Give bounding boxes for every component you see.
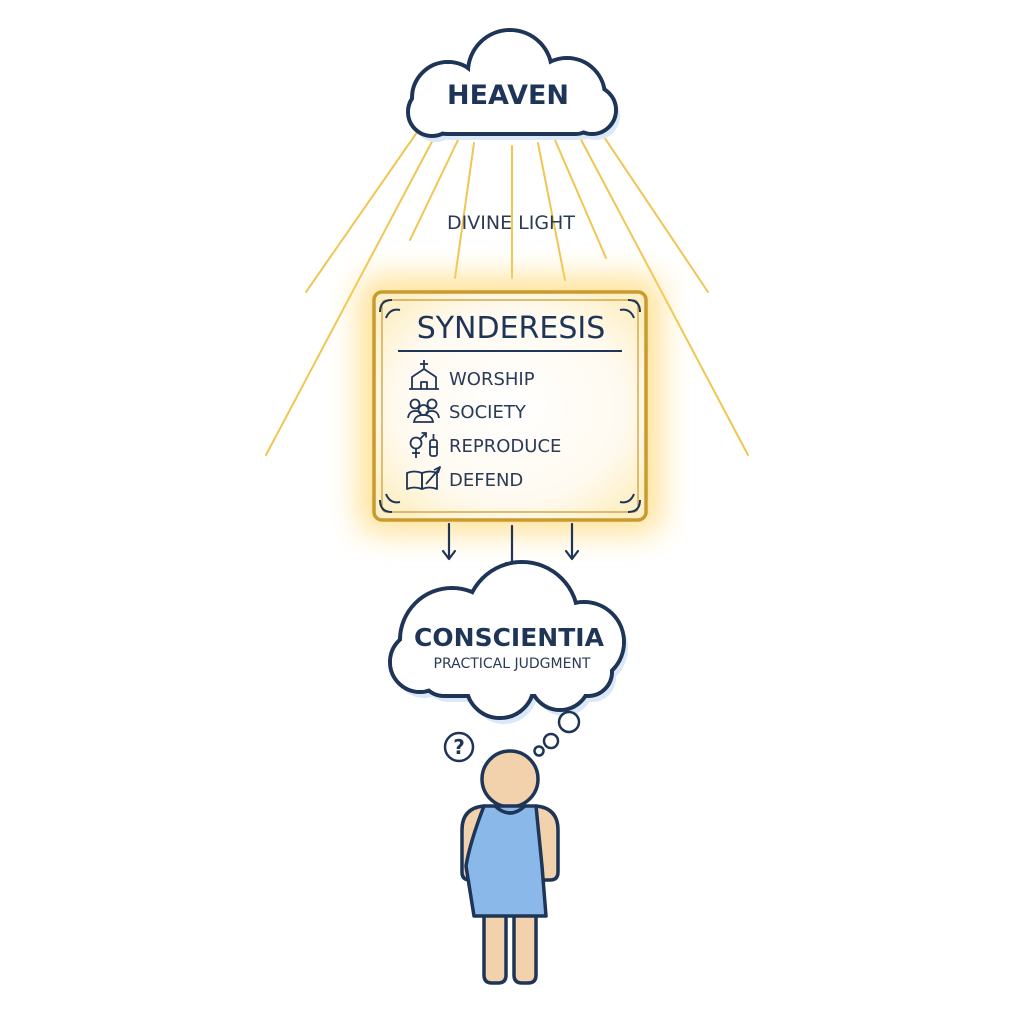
- conscientia-subtitle: PRACTICAL JUDGMENT: [434, 656, 591, 672]
- conscientia-title: CONSCIENTIA: [414, 623, 605, 652]
- person-figure: [460, 749, 560, 985]
- arrow-down-icon: [441, 522, 457, 561]
- person-right-leg: [512, 903, 538, 985]
- book-quill-icon: [406, 466, 441, 490]
- question-mark-icon: ?: [443, 731, 475, 763]
- synderesis-item-worship: WORSHIP: [409, 360, 535, 390]
- thought-bubble-small: [533, 745, 545, 757]
- person-collar: [493, 804, 527, 815]
- item-label-defend: DEFEND: [449, 470, 523, 491]
- light-ray: [409, 139, 459, 241]
- conscientia-cloud: CONSCIENTIA PRACTICAL JUDGMENT: [388, 560, 628, 724]
- synderesis-item-defend: DEFEND: [406, 466, 523, 491]
- light-ray: [265, 133, 437, 456]
- item-label-worship: WORSHIP: [449, 369, 535, 390]
- divine-light-label: DIVINE LIGHT: [447, 212, 575, 234]
- panel-inner-frame: [381, 299, 639, 513]
- light-ray: [597, 127, 709, 293]
- synderesis-title: SYNDERESIS: [417, 311, 606, 346]
- light-ray: [454, 142, 475, 279]
- arrow-down-icon: [564, 522, 580, 561]
- light-ray: [305, 127, 421, 293]
- person-dress: [464, 804, 548, 918]
- light-ray: [577, 133, 749, 456]
- person-left-leg: [482, 903, 508, 985]
- corner-flourishes: [379, 299, 641, 513]
- light-ray: [554, 139, 607, 259]
- heaven-label: HEAVEN: [447, 80, 569, 111]
- thought-bubbles: [533, 710, 581, 757]
- light-ray: [537, 142, 566, 281]
- question-symbol: ?: [453, 735, 465, 759]
- synderesis-item-reproduce: REPRODUCE: [409, 432, 561, 458]
- divine-light-rays: [265, 127, 749, 456]
- church-icon: [409, 360, 439, 390]
- person-head: [480, 749, 540, 809]
- synderesis-panel: SYNDERESIS WORSHIP SOCIETY: [360, 278, 660, 532]
- item-label-reproduce: REPRODUCE: [449, 436, 561, 457]
- item-label-society: SOCIETY: [449, 402, 527, 423]
- heaven-cloud: HEAVEN: [406, 28, 620, 142]
- synderesis-item-society: SOCIETY: [407, 398, 527, 423]
- thought-bubble-large: [557, 710, 581, 734]
- panel-frame: [372, 290, 648, 522]
- gender-symbols-icon: [409, 432, 438, 458]
- thought-bubble-medium: [542, 732, 560, 750]
- people-group-icon: [407, 398, 440, 423]
